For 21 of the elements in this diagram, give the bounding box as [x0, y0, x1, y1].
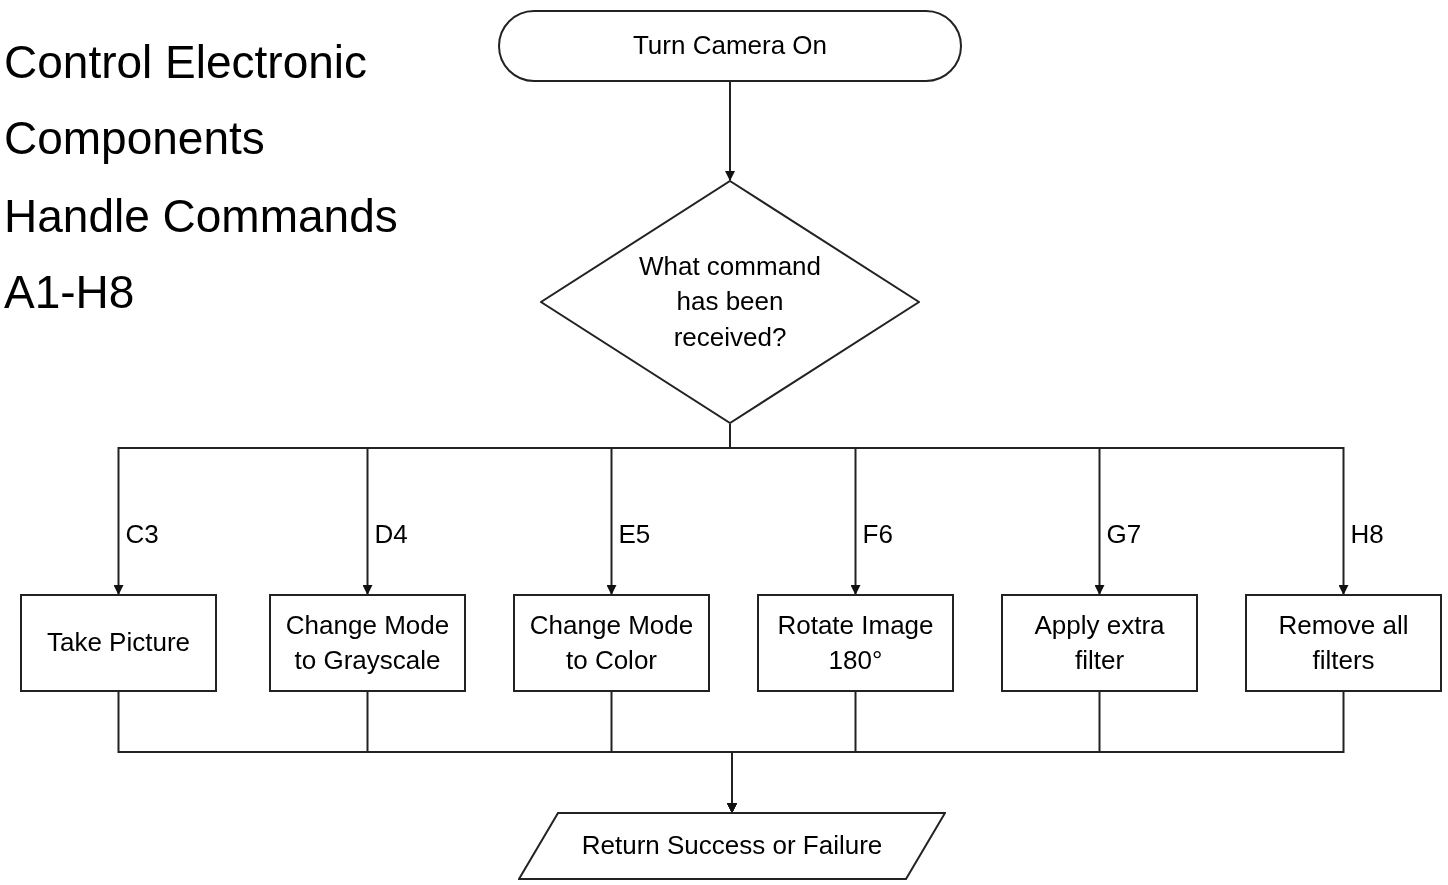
node-text: Turn Camera On — [632, 29, 828, 63]
node-text: Change Mode to Grayscale — [284, 608, 451, 677]
heading-text: Control Electronic Components — [4, 35, 369, 166]
data-parallelogram — [518, 812, 946, 880]
node-text: Remove all filters — [1277, 608, 1410, 677]
process-box — [513, 594, 710, 692]
process-box — [20, 594, 217, 692]
node-text: Apply extra filter — [1033, 608, 1166, 677]
process-box — [757, 594, 954, 692]
decision-diamond — [540, 180, 920, 424]
process-box — [1245, 594, 1442, 692]
node-text: Return Success or Failure — [581, 829, 883, 863]
process-box — [1001, 594, 1198, 692]
node-text: What command has been received? — [637, 250, 823, 354]
heading-text: Handle Commands A1-H8 — [4, 189, 399, 320]
process-box — [269, 594, 466, 692]
arrow — [727, 691, 1345, 813]
node-text: Take Picture — [46, 626, 191, 660]
node-text: Rotate Image 180° — [776, 608, 935, 677]
arrow — [725, 81, 735, 181]
node-text: Change Mode to Color — [528, 608, 695, 677]
